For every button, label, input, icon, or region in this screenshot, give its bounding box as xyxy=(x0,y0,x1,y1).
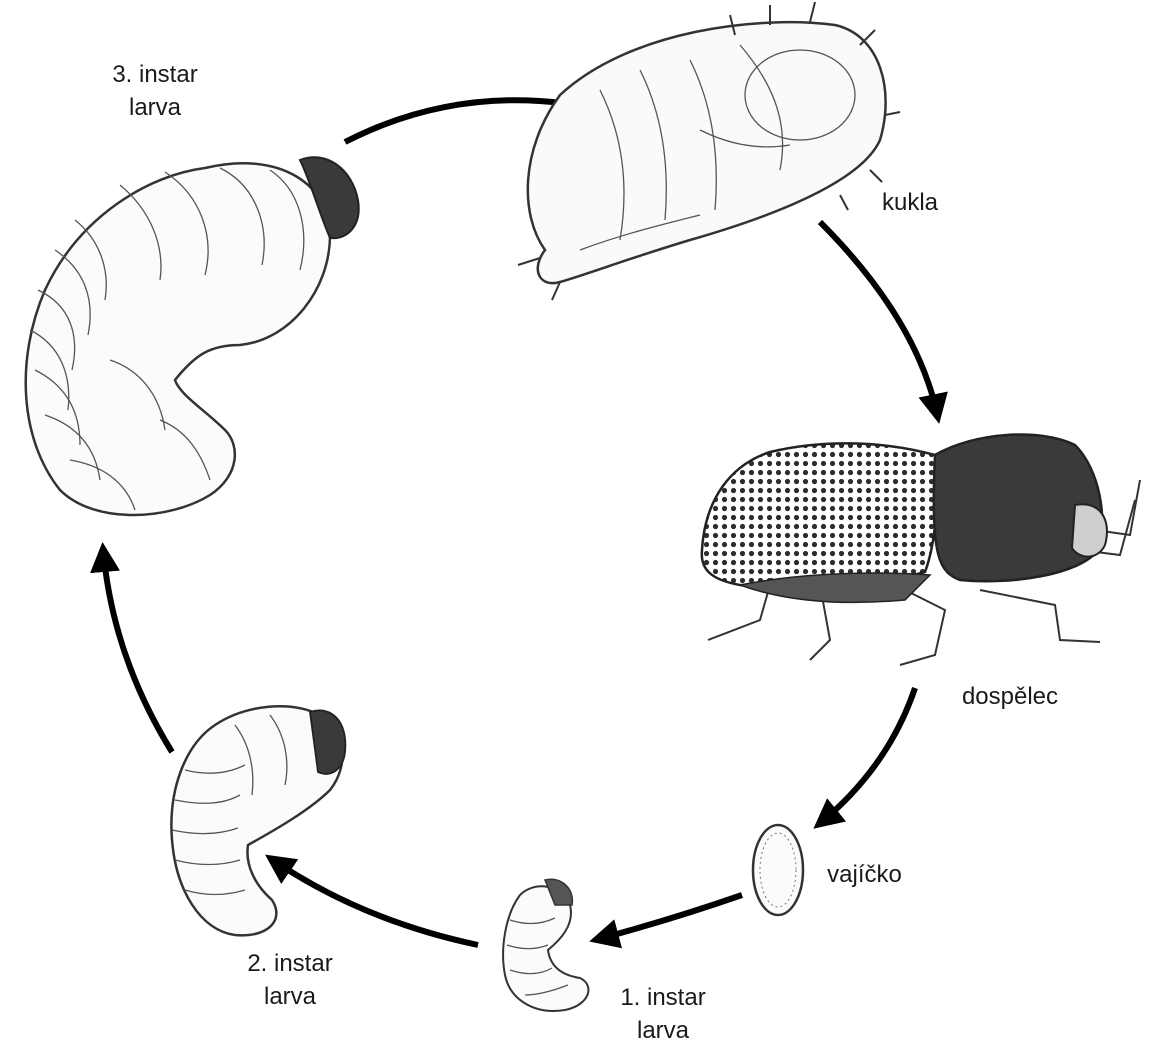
larva-1st-instar-illustration xyxy=(503,879,588,1011)
label-1st-instar-larva: 1. instar larva xyxy=(598,981,728,1047)
label-3rd-instar-larva: 3. instar larva xyxy=(90,58,220,124)
label-pupa: kukla xyxy=(865,186,955,219)
label-adult: dospělec xyxy=(940,680,1080,713)
label-adult-text: dospělec xyxy=(940,680,1080,713)
arrow-egg-to-larva1 xyxy=(595,895,742,940)
arrow-pupa-to-adult xyxy=(820,222,938,418)
larva-3rd-instar-illustration xyxy=(26,157,359,515)
label-2nd-instar-line1: 2. instar xyxy=(225,947,355,980)
label-3rd-instar-line2: larva xyxy=(90,91,220,124)
label-1st-instar-line2: larva xyxy=(598,1014,728,1047)
label-egg: vajíčko xyxy=(812,858,917,891)
label-2nd-instar-larva: 2. instar larva xyxy=(225,947,355,1013)
label-pupa-text: kukla xyxy=(865,186,955,219)
adult-beetle-illustration xyxy=(702,435,1140,665)
arrow-larva1-to-larva2 xyxy=(270,858,478,945)
arrow-adult-to-egg xyxy=(818,688,915,825)
egg-illustration xyxy=(753,825,803,915)
larva-2nd-instar-illustration xyxy=(171,706,345,935)
label-egg-text: vajíčko xyxy=(812,858,917,891)
label-3rd-instar-line1: 3. instar xyxy=(90,58,220,91)
arrow-larva2-to-larva3 xyxy=(103,548,172,752)
label-2nd-instar-line2: larva xyxy=(225,980,355,1013)
label-1st-instar-line1: 1. instar xyxy=(598,981,728,1014)
pupa-illustration xyxy=(518,2,900,300)
